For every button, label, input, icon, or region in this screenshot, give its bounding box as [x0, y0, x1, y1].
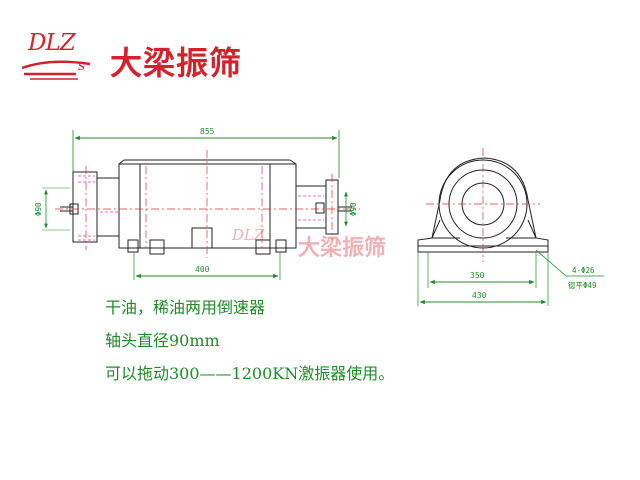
dim-overall-length-label: 855	[200, 127, 215, 136]
left-flange	[60, 171, 120, 243]
dim-left-shaft	[42, 187, 70, 231]
dim-foot-span	[133, 252, 281, 280]
side-centerlines	[55, 150, 360, 258]
dim-left-shaft-label: Φ90	[34, 202, 43, 216]
hole-count-label: 4-Φ26	[572, 266, 595, 275]
dim-base-width	[427, 252, 537, 288]
logo: DLZ s	[20, 28, 106, 84]
side-view: 855	[34, 127, 360, 280]
left-flange-hatch	[78, 175, 119, 241]
right-flange-hatch	[298, 195, 324, 221]
logo-swoosh-icon	[21, 60, 91, 80]
end-view: 350 430 4-Φ26 锪平Φ49	[417, 148, 604, 306]
hole-spotface-label: 锪平Φ49	[568, 280, 597, 290]
caption-line-2: 轴头直径90mm	[105, 331, 220, 350]
watermark-mark: DLZ	[232, 226, 265, 244]
watermark-logo: DLZ 大梁振筛	[232, 226, 422, 266]
dim-right-shaft-label: Φ90	[349, 202, 358, 216]
dim-base-width-label: 350	[470, 271, 485, 280]
dim-overall-length	[72, 130, 340, 178]
caption-line-3: 可以拖动300——1200KN激振器使用。	[105, 364, 395, 383]
watermark-company: 大梁振筛	[298, 236, 387, 261]
hole-callout-leader	[535, 249, 604, 277]
logo-mark-sub: s	[78, 58, 86, 74]
company-name: 大梁振筛	[110, 44, 243, 82]
housing-body	[118, 159, 297, 255]
end-view-centerlines	[426, 148, 540, 262]
dim-base-overall-label: 430	[472, 291, 487, 300]
end-view-housing	[417, 157, 549, 253]
logo-mark-letters: DLZ	[28, 30, 76, 56]
caption-line-1: 干油，稀油两用倒速器	[105, 298, 266, 317]
dim-foot-span-label: 400	[195, 265, 210, 274]
dim-base-overall	[417, 252, 549, 306]
